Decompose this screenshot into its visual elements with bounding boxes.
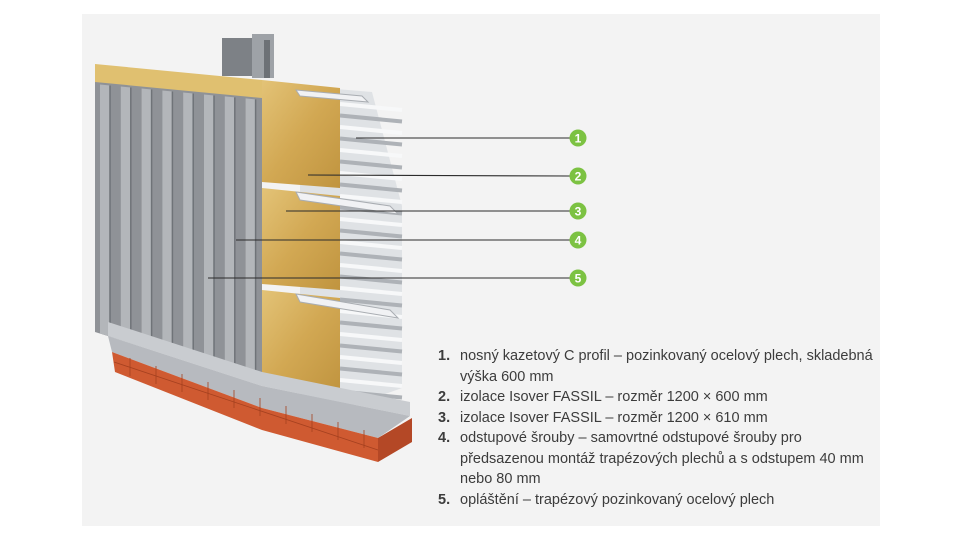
legend: 1. nosný kazetový C profil – pozinkovaný… — [438, 346, 878, 510]
legend-text: izolace Isover FASSIL – rozměr 1200 × 60… — [460, 389, 768, 405]
legend-number: 3. — [438, 409, 451, 426]
callout-label: 5 — [575, 272, 582, 286]
legend-number: 5. — [438, 491, 451, 508]
callout-badge — [569, 231, 587, 249]
callout-label: 3 — [575, 205, 582, 219]
legend-number: 1. — [438, 348, 451, 364]
legend-number: 2. — [438, 389, 451, 405]
insulation-layer — [95, 64, 340, 392]
callout-badge — [569, 202, 587, 220]
legend-text: odstupové šrouby – samovrtné odstupové š… — [460, 430, 864, 487]
legend-text: opláštění – trapézový pozinkovaný ocelov… — [460, 491, 775, 508]
legend-item: 4. odstupové šrouby – samovrtné odstupov… — [438, 428, 878, 490]
top-post — [222, 34, 274, 78]
callout-leaders: 1 2 3 4 5 — [208, 129, 587, 287]
callout-label: 1 — [575, 132, 582, 146]
legend-item: 3. izolace Isover FASSIL – rozměr 1200 ×… — [438, 408, 878, 429]
callout-label: 2 — [575, 170, 582, 184]
callout-badge — [569, 269, 587, 287]
legend-item: 2. izolace Isover FASSIL – rozměr 1200 ×… — [438, 387, 878, 408]
callout-badge — [569, 129, 587, 147]
legend-item: 5. opláštění – trapézový pozinkovaný oce… — [438, 490, 878, 511]
callout-badge — [569, 167, 587, 185]
legend-item: 1. nosný kazetový C profil – pozinkovaný… — [438, 346, 878, 387]
legend-number: 4. — [438, 430, 451, 446]
legend-text: nosný kazetový C profil – pozinkovaný oc… — [460, 348, 873, 385]
legend-text: izolace Isover FASSIL – rozměr 1200 × 61… — [460, 409, 768, 426]
callout-label: 4 — [575, 234, 582, 248]
base-plinth — [108, 322, 412, 462]
c-profile-flanges — [295, 89, 400, 319]
